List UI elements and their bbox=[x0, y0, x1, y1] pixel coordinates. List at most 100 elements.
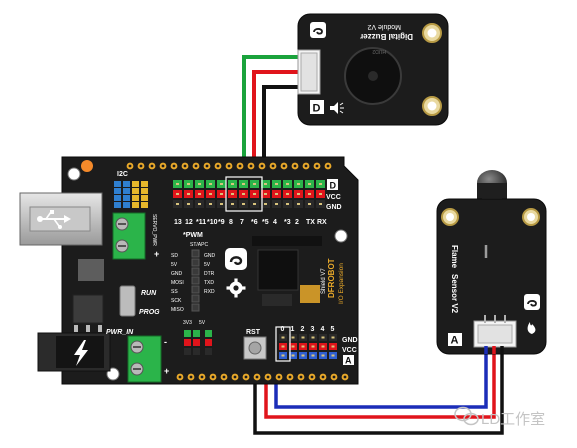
analog-pin-label: 2 bbox=[301, 326, 305, 333]
wire-buzzer-vcc bbox=[252, 70, 300, 196]
digital-pin-label: *5 bbox=[262, 219, 269, 226]
i2c-pin bbox=[141, 188, 148, 194]
chat-bubble-icon bbox=[454, 406, 479, 426]
spi-right-label: TXD bbox=[204, 280, 214, 286]
spi-right-label: RXD bbox=[204, 289, 215, 295]
pwr-in-minus: - bbox=[164, 337, 167, 347]
analog-rail-vcc: VCC bbox=[342, 347, 357, 354]
spi-right-label: 5V bbox=[204, 262, 211, 268]
expansion-vertical: I/O Expansion bbox=[338, 263, 345, 304]
i2c-pin bbox=[123, 195, 130, 201]
digital-pin-label: RX bbox=[317, 219, 327, 226]
spi-left-label: SD bbox=[171, 253, 178, 259]
spi-left-label: MISO bbox=[171, 307, 184, 313]
spi-pin bbox=[191, 249, 200, 258]
pwr-in-label: PWR_IN bbox=[106, 329, 134, 336]
digital-pin-label: *10 bbox=[207, 219, 218, 226]
flame-icon bbox=[527, 322, 536, 334]
spi-pin bbox=[191, 303, 200, 312]
run-prog-switch bbox=[119, 285, 136, 317]
i2c-pin bbox=[141, 202, 148, 208]
spi-pin bbox=[191, 285, 200, 294]
spi-right-labels: GND 5V DTR TXD RXD bbox=[204, 253, 216, 295]
small-3v3: 3V3 bbox=[183, 320, 192, 326]
digital-pin-label: 13 bbox=[174, 219, 182, 226]
power-select-pin bbox=[184, 339, 191, 346]
mount-hole bbox=[334, 229, 348, 243]
svg-text:A: A bbox=[345, 356, 352, 366]
analog-pin-label: 3 bbox=[311, 326, 315, 333]
flame-name: Flame bbox=[450, 245, 459, 269]
digital-pin-label: 12 bbox=[185, 219, 193, 226]
servo-plus: + bbox=[154, 249, 159, 259]
analog-pin-label: 4 bbox=[321, 326, 325, 333]
i2c-pin bbox=[132, 195, 139, 201]
watermark-text: LD工作室 bbox=[481, 411, 545, 428]
status-led-orange bbox=[81, 160, 93, 172]
flame-sensor-module: + Flame Sensor V2 A bbox=[436, 170, 547, 355]
microcontroller-chip bbox=[257, 249, 299, 291]
digital-badge bbox=[327, 179, 338, 190]
buzzer-connection-highlight bbox=[225, 176, 263, 212]
power-select-pin bbox=[193, 339, 200, 346]
analog-pin-label: 1 bbox=[291, 326, 295, 333]
spi-left-label: GND bbox=[171, 271, 183, 277]
analog-header bbox=[279, 334, 337, 359]
digital-pin-label: 8 bbox=[229, 219, 233, 226]
i2c-pin bbox=[141, 195, 148, 201]
digital-header bbox=[173, 180, 325, 208]
spi-left-label: 5V bbox=[171, 262, 178, 268]
dfrobot-logo-icon bbox=[310, 22, 326, 38]
servo-pwr-label: SERVO_PWR bbox=[151, 214, 157, 246]
power-select-header bbox=[184, 330, 212, 355]
analog-badge bbox=[343, 355, 354, 365]
i2c-pin bbox=[114, 195, 121, 201]
spi-right-label: GND bbox=[204, 253, 216, 259]
digital-pin-label: *11 bbox=[196, 219, 206, 226]
i2c-pin bbox=[114, 188, 121, 194]
analog-pin-label: 5 bbox=[331, 326, 335, 333]
spi-header bbox=[191, 249, 200, 312]
svg-text:HUD2: HUD2 bbox=[372, 48, 386, 54]
i2c-pin bbox=[114, 181, 121, 187]
st-apc-label: ST/APC bbox=[190, 242, 208, 248]
flame-connection-highlight bbox=[275, 326, 291, 362]
speaker-icon bbox=[330, 102, 344, 114]
voltage-regulator bbox=[78, 259, 104, 281]
i2c-pin bbox=[123, 202, 130, 208]
wire-buzzer-signal bbox=[242, 55, 300, 196]
small-5v: 5V bbox=[199, 320, 206, 326]
spi-left-label: SS bbox=[171, 289, 178, 295]
version-vertical: Shield V7 bbox=[321, 268, 327, 294]
gear-icon bbox=[226, 278, 246, 298]
digital-pin-label: 2 bbox=[295, 219, 299, 226]
mount-hole bbox=[67, 167, 81, 181]
power-select-pin bbox=[205, 330, 212, 337]
i2c-pin bbox=[132, 202, 139, 208]
usb-icon bbox=[37, 210, 71, 229]
flame-badge bbox=[448, 333, 462, 346]
power-select-pin bbox=[184, 330, 191, 337]
prog-label: PROG bbox=[139, 309, 160, 316]
digital-pin-label: 7 bbox=[240, 219, 244, 226]
bottom-header-pads bbox=[176, 373, 349, 381]
digital-pin-label: 4 bbox=[273, 219, 277, 226]
top-header-pads bbox=[126, 162, 332, 170]
rst-label: RST bbox=[246, 329, 261, 336]
spi-pin bbox=[191, 267, 200, 276]
i2c-pin bbox=[141, 181, 148, 187]
i2c-pin bbox=[123, 181, 130, 187]
power-select-pin bbox=[184, 348, 191, 355]
power-select-pin bbox=[205, 348, 212, 355]
power-select-pin bbox=[193, 348, 200, 355]
lightning-icon bbox=[74, 340, 88, 366]
svg-text:A: A bbox=[451, 335, 459, 347]
digital-pin-label: *6 bbox=[251, 219, 258, 226]
spi-pin bbox=[191, 258, 200, 267]
spi-right-label: DTR bbox=[204, 271, 215, 277]
i2c-pin bbox=[123, 188, 130, 194]
flame-name2: Sensor V2 bbox=[450, 274, 459, 314]
